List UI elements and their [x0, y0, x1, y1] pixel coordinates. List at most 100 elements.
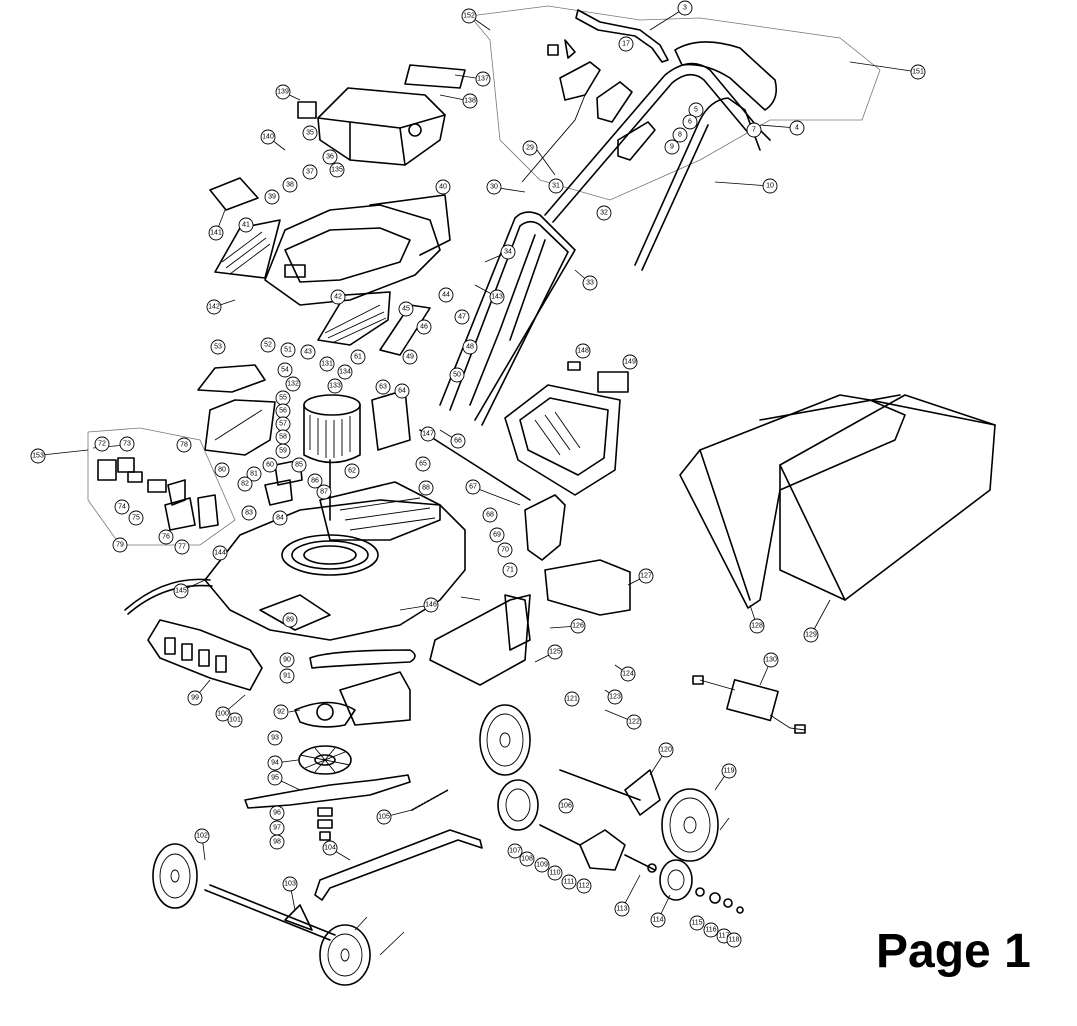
callout-137: 137 — [475, 71, 491, 87]
callout-number: 82 — [241, 481, 249, 488]
callout-number: 146 — [425, 602, 437, 609]
callout-circle — [450, 433, 466, 449]
callout-circle — [582, 275, 598, 291]
callout-circle — [269, 834, 285, 850]
callout-circle — [262, 457, 278, 473]
page-label: Page 1 — [876, 925, 1031, 978]
callout-circle — [375, 379, 391, 395]
callout-111: 111 — [561, 874, 577, 890]
callout-circle — [658, 742, 674, 758]
callout-130: 130 — [763, 652, 779, 668]
callout-number: 80 — [218, 467, 226, 474]
rear-wheel-left — [479, 704, 531, 776]
callout-number: 6 — [688, 119, 692, 126]
callout-128: 128 — [749, 618, 765, 634]
callout-circle — [910, 64, 926, 80]
callout-circle — [316, 484, 332, 500]
callout-number: 106 — [560, 803, 572, 810]
callout-number: 131 — [321, 361, 333, 368]
callout-126: 126 — [570, 618, 586, 634]
callout-number: 89 — [286, 617, 294, 624]
rear-wheel-hubcap — [497, 779, 539, 831]
callout-75: 75 — [128, 510, 144, 526]
callout-number: 68 — [486, 512, 494, 519]
grass-bag — [679, 394, 996, 609]
callout-number: 100 — [217, 711, 229, 718]
callout-number: 37 — [306, 169, 314, 176]
callout-circle — [607, 689, 623, 705]
callout-number: 137 — [477, 76, 489, 83]
callout-number: 7 — [752, 127, 756, 134]
callout-number: 70 — [501, 547, 509, 554]
battery-pack — [297, 64, 466, 166]
callout-112: 112 — [576, 878, 592, 894]
callout-circle — [650, 912, 666, 928]
callout-number: 148 — [577, 348, 589, 355]
callout-106: 106 — [558, 798, 574, 814]
callout-number: 64 — [398, 388, 406, 395]
callout-number: 42 — [334, 294, 342, 301]
callout-circle — [482, 507, 498, 523]
callout-135: 135 — [329, 162, 345, 178]
callout-140: 140 — [260, 129, 276, 145]
front-axle — [204, 884, 336, 941]
callout-number: 39 — [268, 194, 276, 201]
callout-number: 50 — [453, 372, 461, 379]
callout-number: 130 — [765, 657, 777, 664]
callout-circle — [677, 0, 693, 16]
callout-circle — [689, 915, 705, 931]
callout-circle — [402, 349, 418, 365]
callout-149: 149 — [622, 354, 638, 370]
callout-number: 30 — [490, 184, 498, 191]
callout-34: 34 — [500, 244, 516, 260]
callout-number: 98 — [273, 839, 281, 846]
callout-142: 142 — [206, 299, 222, 315]
callout-circle — [227, 712, 243, 728]
callout-number: 77 — [178, 544, 186, 551]
callout-100: 100 — [215, 706, 231, 722]
callout-circle — [273, 704, 289, 720]
rear-wheel-right-hubcap — [659, 859, 693, 901]
callout-143: 143 — [489, 289, 505, 305]
callout-circle — [564, 691, 580, 707]
callout-number: 31 — [552, 183, 560, 190]
callout-33: 33 — [582, 275, 598, 291]
callout-56: 56 — [275, 403, 291, 419]
controller-group-outline — [87, 427, 303, 546]
callout-circle — [30, 448, 46, 464]
callout-circle — [187, 690, 203, 706]
callout-95: 95 — [267, 770, 283, 786]
callout-61: 61 — [350, 349, 366, 365]
callout-38: 38 — [282, 177, 298, 193]
callout-number: 127 — [640, 573, 652, 580]
callout-circle — [486, 179, 502, 195]
callout-circle — [726, 932, 742, 948]
callout-number: 43 — [304, 349, 312, 356]
callout-62: 62 — [344, 463, 360, 479]
callout-17: 17 — [618, 36, 634, 52]
callout-circle — [280, 342, 296, 358]
callout-number: 71 — [506, 567, 514, 574]
callout-63: 63 — [375, 379, 391, 395]
callout-44: 44 — [438, 287, 454, 303]
callout-52: 52 — [260, 337, 276, 353]
callout-number: 114 — [652, 917, 663, 924]
handle-group-outline — [469, 5, 881, 201]
callout-76: 76 — [158, 529, 174, 545]
callout-77: 77 — [174, 539, 190, 555]
callout-103: 103 — [282, 876, 298, 892]
callout-7: 7 — [746, 122, 762, 138]
callout-circle — [112, 537, 128, 553]
callout-circle — [672, 127, 688, 143]
callout-circle — [350, 349, 366, 365]
callout-number: 153 — [32, 453, 44, 460]
motor — [303, 389, 411, 521]
callout-53: 53 — [210, 339, 226, 355]
callout-number: 35 — [306, 130, 314, 137]
callout-number: 69 — [493, 532, 501, 539]
callout-circle — [158, 529, 174, 545]
callout-circle — [215, 706, 231, 722]
front-bumper — [147, 619, 263, 691]
callout-125: 125 — [547, 644, 563, 660]
callout-circle — [803, 627, 819, 643]
